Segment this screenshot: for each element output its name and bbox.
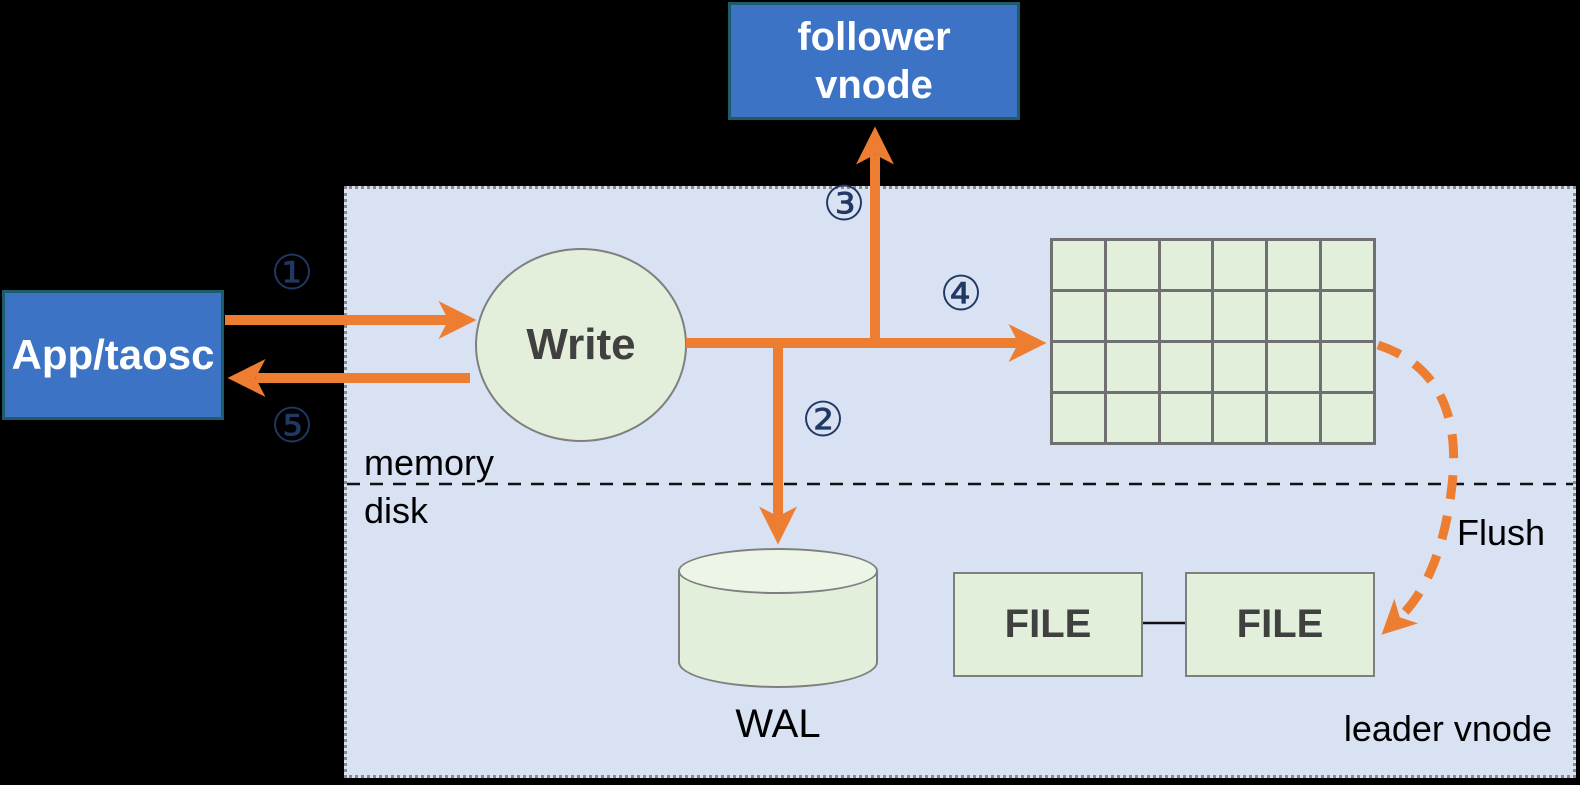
memtable-cell <box>1106 343 1158 391</box>
memtable-cell <box>1214 394 1266 442</box>
memtable-cell <box>1322 241 1373 289</box>
memtable-cell <box>1106 241 1158 289</box>
wal-cylinder-top <box>678 548 878 594</box>
app-taosc-label: App/taosc <box>11 331 215 378</box>
follower-vnode-label-line2: vnode <box>815 63 933 107</box>
file-right-label: FILE <box>1236 602 1324 646</box>
memtable-grid <box>1050 238 1376 445</box>
memtable-cell <box>1160 241 1212 289</box>
flush-label: Flush <box>1457 512 1546 553</box>
memtable-cell <box>1322 394 1373 442</box>
memtable-cell <box>1106 292 1158 340</box>
memtable-cell <box>1268 241 1320 289</box>
file-left-label: FILE <box>1004 602 1092 646</box>
memtable-cell <box>1214 241 1266 289</box>
step-number-3: ③ <box>822 178 866 231</box>
step-number-5: ⑤ <box>270 400 314 453</box>
step-number-4: ④ <box>939 268 983 321</box>
memtable-cell <box>1268 343 1320 391</box>
memtable-cell <box>1268 394 1320 442</box>
follower-vnode-label-line1: follower <box>797 15 951 59</box>
memtable-cell <box>1053 292 1104 340</box>
file-node-right: FILE <box>1185 572 1375 677</box>
write-process-node: Write <box>475 248 687 442</box>
follower-vnode-node: follower vnode <box>728 2 1020 120</box>
file-node-left: FILE <box>953 572 1143 677</box>
memtable-cell <box>1160 394 1212 442</box>
memtable-cell <box>1106 394 1158 442</box>
memtable-cell <box>1160 343 1212 391</box>
memtable-cell <box>1053 394 1104 442</box>
memory-label: memory <box>364 442 495 483</box>
leader-vnode-label: leader vnode <box>1343 708 1552 749</box>
memtable-cell <box>1268 292 1320 340</box>
memtable-cell <box>1322 343 1373 391</box>
step-number-1: ① <box>270 247 314 300</box>
memtable-cell <box>1053 343 1104 391</box>
disk-label: disk <box>364 490 429 531</box>
memtable-cell <box>1053 241 1104 289</box>
memtable-cell <box>1160 292 1212 340</box>
memtable-cell <box>1322 292 1373 340</box>
wal-cylinder <box>678 548 878 688</box>
step-number-2: ② <box>801 394 845 447</box>
app-taosc-node: App/taosc <box>2 290 224 420</box>
write-label: Write <box>526 320 636 369</box>
memtable-cell <box>1214 292 1266 340</box>
memtable-cell <box>1214 343 1266 391</box>
wal-label: WAL <box>735 702 821 746</box>
